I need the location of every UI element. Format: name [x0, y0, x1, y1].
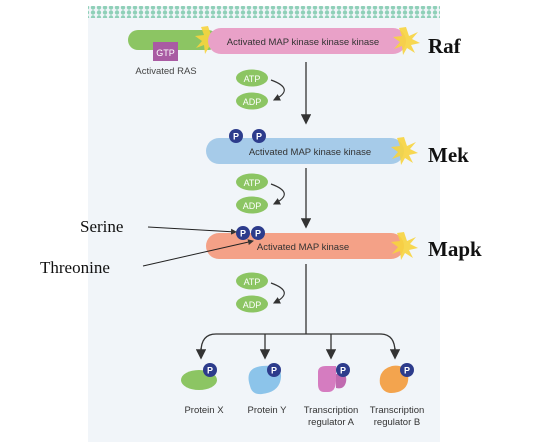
- adp-pill: [236, 196, 268, 214]
- protein-x-label: Protein X: [184, 405, 224, 416]
- phosphate-icon: [400, 363, 414, 377]
- phosphate-label: P: [233, 132, 239, 142]
- star-icon: [391, 137, 418, 165]
- adp-label: ADP: [243, 97, 262, 107]
- regulator-a-shape: [318, 366, 336, 392]
- serine-label: Serine: [80, 217, 123, 236]
- adp-pill: [236, 92, 268, 110]
- gtp-label: GTP: [156, 48, 175, 58]
- phosphate-label: P: [256, 132, 262, 142]
- star-icon: [391, 232, 418, 260]
- atp-adp-cycle-2: ATP ADP: [236, 168, 312, 229]
- regulator-a-label-line2: regulator A: [308, 417, 355, 428]
- atp-label: ATP: [244, 74, 261, 84]
- mapk-kinase-label: Activated MAP kinase: [257, 242, 349, 253]
- mek-row: P P Activated MAP kinase kinase Mek: [206, 129, 469, 167]
- atp-curve-arrow: [270, 183, 285, 205]
- activated-ras-shape: [128, 30, 218, 50]
- atp-pill: [236, 69, 268, 87]
- raf-row: GTP Activated RAS Activated MAP kinase k…: [128, 26, 462, 77]
- threonine-pointer-arrow: [142, 239, 254, 267]
- mapk-side-label: Mapk: [428, 237, 482, 261]
- phosphate-icon: [251, 226, 265, 240]
- phosphate-label: P: [240, 229, 246, 239]
- serine-pointer-arrow: [147, 226, 237, 235]
- atp-label: ATP: [244, 277, 261, 287]
- phosphate-icon: [236, 226, 250, 240]
- threonine-label: Threonine: [40, 258, 110, 277]
- phosphate-label: P: [255, 229, 261, 239]
- regulator-b-label-line2: regulator B: [374, 417, 420, 428]
- regulator-b-label-line1: Transcription: [370, 405, 425, 416]
- target-regulator-b: P Transcription regulator B: [370, 363, 425, 428]
- branching-arrows: [195, 264, 401, 360]
- adp-label: ADP: [243, 201, 262, 211]
- phosphate-icon: [252, 129, 266, 143]
- phosphate-label: P: [340, 366, 346, 376]
- target-protein-x: P Protein X: [181, 363, 224, 416]
- raf-side-label: Raf: [428, 34, 462, 58]
- atp-pill: [236, 272, 268, 290]
- regulator-a-label-line1: Transcription: [304, 405, 359, 416]
- star-icon: [393, 27, 420, 55]
- atp-label: ATP: [244, 178, 261, 188]
- phosphate-icon: [267, 363, 281, 377]
- activated-ras-label: Activated RAS: [135, 66, 196, 77]
- phosphate-label: P: [271, 366, 277, 376]
- protein-y-label: Protein Y: [248, 405, 288, 416]
- residue-annotations: Serine Threonine: [40, 217, 254, 277]
- target-protein-y: P Protein Y: [248, 363, 288, 416]
- cell-membrane: [88, 6, 440, 18]
- phosphate-icon: [336, 363, 350, 377]
- mapk-row: P P Activated MAP kinase Mapk: [206, 226, 482, 261]
- mek-side-label: Mek: [428, 143, 469, 167]
- adp-label: ADP: [243, 300, 262, 310]
- atp-pill: [236, 173, 268, 191]
- mek-kinase-shape: [206, 138, 404, 164]
- phosphate-label: P: [404, 366, 410, 376]
- atp-adp-cycle-1: ATP ADP: [236, 62, 312, 125]
- phosphate-icon: [229, 129, 243, 143]
- phosphate-icon: [203, 363, 217, 377]
- atp-curve-arrow: [270, 282, 285, 304]
- atp-curve-arrow: [270, 79, 285, 101]
- regulator-a-domain: [336, 373, 347, 389]
- branch-bar: [200, 333, 396, 353]
- raf-kinase-shape: [208, 28, 406, 54]
- raf-kinase-label: Activated MAP kinase kinase kinase: [227, 37, 379, 48]
- target-regulator-a: P Transcription regulator A: [304, 363, 359, 428]
- phosphate-label: P: [207, 366, 213, 376]
- adp-pill: [236, 295, 268, 313]
- gtp-badge: [153, 42, 178, 61]
- mek-kinase-label: Activated MAP kinase kinase: [249, 147, 371, 158]
- atp-adp-cycle-3: ATP ADP: [236, 272, 285, 313]
